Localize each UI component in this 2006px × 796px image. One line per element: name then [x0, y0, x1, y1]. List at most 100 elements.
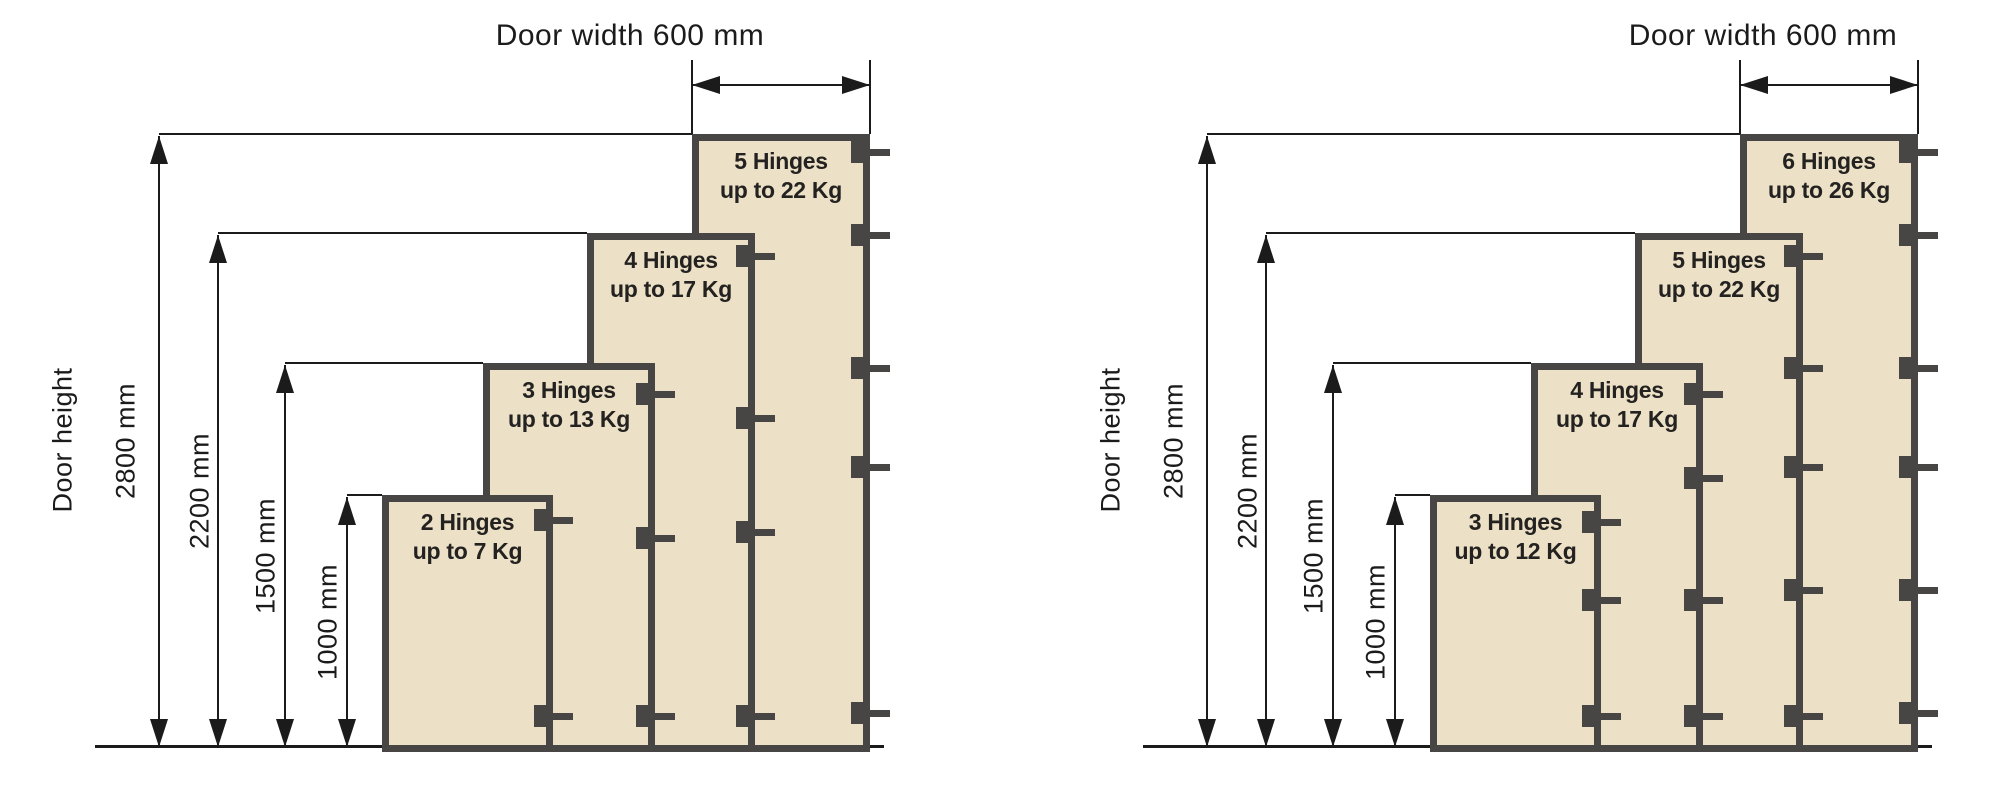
hinge-icon: [636, 383, 649, 405]
hinge-pin-icon: [649, 535, 675, 542]
arrowhead-left-icon: [692, 76, 720, 94]
dimension-label-1500: 1500 mm: [250, 497, 281, 615]
door-label-line2: up to 22 Kg: [720, 177, 842, 203]
door-label-line2: up to 12 Kg: [1454, 538, 1577, 564]
door-label-line1: 3 Hinges: [1468, 509, 1563, 535]
hinge-icon: [736, 705, 749, 727]
dimension-tick-1500: [285, 362, 483, 364]
dimension-label-1500: 1500 mm: [1298, 497, 1329, 615]
hinge-icon: [1784, 579, 1797, 601]
hinge-pin-icon: [1697, 713, 1723, 720]
door-label-line2: up to 17 Kg: [1556, 406, 1678, 432]
hinge-icon: [851, 224, 864, 246]
dimension-arrow-1000: [346, 497, 348, 746]
arrowhead-up-icon: [209, 235, 227, 263]
door-label-line1: 2 Hinges: [420, 509, 515, 535]
hinge-pin-icon: [749, 529, 775, 536]
hinge-pin-icon: [1797, 464, 1823, 471]
arrowhead-up-icon: [1257, 235, 1275, 263]
hinge-icon: [1582, 589, 1595, 611]
door-1000: [1430, 495, 1601, 752]
arrowhead-right-icon: [842, 76, 870, 94]
door-width-arrow: [692, 84, 870, 86]
width-extension-right: [1917, 60, 1919, 134]
hinge-pin-icon: [1697, 475, 1723, 482]
arrowhead-up-icon: [1386, 497, 1404, 525]
hinge-pin-icon: [749, 713, 775, 720]
arrowhead-down-icon: [1198, 719, 1216, 747]
hinge-icon: [1684, 467, 1697, 489]
arrowhead-down-icon: [1324, 719, 1342, 747]
dimension-arrow-2200: [1265, 235, 1267, 746]
door-label-line2: up to 22 Kg: [1658, 276, 1780, 302]
hinge-icon: [851, 456, 864, 478]
hinge-icon: [1899, 456, 1912, 478]
width-extension-left: [691, 60, 693, 134]
hinge-icon: [636, 705, 649, 727]
arrowhead-up-icon: [1324, 365, 1342, 393]
hinge-pin-icon: [1912, 710, 1938, 717]
arrowhead-up-icon: [1198, 136, 1216, 164]
door-height-label: Door height: [47, 367, 78, 513]
dimension-tick-1500: [1333, 362, 1531, 364]
hinge-pin-icon: [864, 464, 890, 471]
hinge-pin-icon: [864, 710, 890, 717]
hinge-icon: [1684, 383, 1697, 405]
door-label-line1: 6 Hinges: [1782, 148, 1876, 174]
hinge-icon: [1784, 245, 1797, 267]
door-width-label: Door width 600 mm: [1628, 19, 1898, 52]
dimension-label-1000: 1000 mm: [312, 563, 343, 681]
hinge-icon: [736, 521, 749, 543]
door-height-label: Door height: [1095, 367, 1126, 513]
dimension-arrow-2200: [217, 235, 219, 746]
hinge-pin-icon: [547, 517, 573, 524]
hinge-icon: [1899, 579, 1912, 601]
width-extension-right: [869, 60, 871, 134]
hinge-pin-icon: [1697, 391, 1723, 398]
hinge-icon: [851, 357, 864, 379]
hinge-icon: [1899, 357, 1912, 379]
arrowhead-down-icon: [209, 719, 227, 747]
hinge-icon: [851, 702, 864, 724]
hinge-icon: [1899, 702, 1912, 724]
dimension-arrow-2800: [158, 136, 160, 746]
hinge-pin-icon: [1797, 713, 1823, 720]
door-1000: [382, 495, 553, 752]
hinge-icon: [534, 509, 547, 531]
hinge-icon: [1784, 705, 1797, 727]
arrowhead-down-icon: [276, 719, 294, 747]
dimension-arrow-1500: [284, 365, 286, 746]
arrowhead-left-icon: [1740, 76, 1768, 94]
hinge-icon: [1582, 511, 1595, 533]
hinge-pin-icon: [547, 713, 573, 720]
door-width-label: Door width 600 mm: [495, 19, 765, 52]
hinge-pin-icon: [1912, 232, 1938, 239]
arrowhead-down-icon: [338, 719, 356, 747]
hinge-pin-icon: [1697, 597, 1723, 604]
dimension-label-2200: 2200 mm: [1232, 432, 1263, 550]
hinge-pin-icon: [1797, 587, 1823, 594]
dimension-tick-2200: [218, 232, 587, 234]
hinge-pin-icon: [649, 713, 675, 720]
hinge-pin-icon: [1912, 464, 1938, 471]
door-label-line2: up to 17 Kg: [610, 276, 732, 302]
hinge-icon: [1899, 141, 1912, 163]
dimension-tick-1000: [347, 494, 382, 496]
hinge-pin-icon: [1595, 597, 1621, 604]
door-label-line2: up to 26 Kg: [1768, 177, 1890, 203]
width-extension-left: [1739, 60, 1741, 134]
hinge-pin-icon: [864, 365, 890, 372]
dimension-label-2200: 2200 mm: [184, 432, 215, 550]
hinge-pin-icon: [749, 253, 775, 260]
dimension-arrow-1500: [1332, 365, 1334, 746]
hinge-icon: [736, 245, 749, 267]
dimension-tick-1000: [1395, 494, 1430, 496]
door-label-line1: 5 Hinges: [1672, 247, 1766, 273]
hinge-icon: [736, 407, 749, 429]
dimension-label-2800: 2800 mm: [1158, 382, 1189, 500]
door-label-line2: up to 13 Kg: [508, 406, 630, 432]
hinge-pin-icon: [649, 391, 675, 398]
arrowhead-up-icon: [150, 136, 168, 164]
arrowhead-down-icon: [1257, 719, 1275, 747]
arrowhead-down-icon: [150, 719, 168, 747]
